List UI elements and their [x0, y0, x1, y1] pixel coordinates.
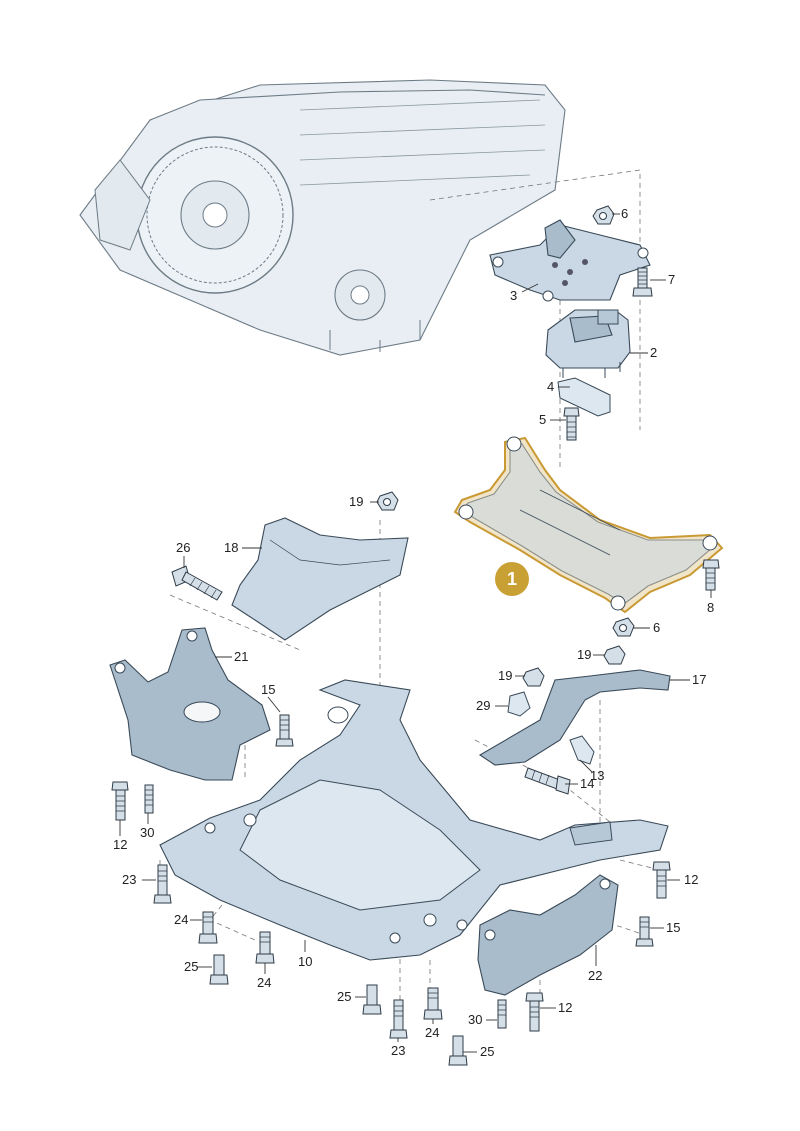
bolt-part-15: [275, 714, 294, 747]
bolt-part-7: [632, 267, 653, 297]
callout-19-right: 19: [577, 647, 591, 662]
callout-18: 18: [224, 540, 238, 555]
callout-17: 17: [692, 672, 706, 687]
callout-labels: 6 7 3 2 4 5 8 6 19 26 18 21 15 19 19 17 …: [113, 206, 714, 1059]
bolt-part-26: [171, 565, 223, 601]
guide-line: [539, 859, 661, 1000]
callout-29: 29: [476, 698, 490, 713]
bolt-part-5: [563, 407, 580, 441]
brace-part-17: [478, 669, 671, 766]
highlight-badge[interactable]: 1: [495, 562, 529, 596]
bolt-part-12-center: [525, 992, 544, 1032]
callout-8: 8: [707, 600, 714, 615]
callout-15: 15: [261, 682, 275, 697]
nut-part-19-center: [522, 667, 545, 687]
callout-23: 23: [122, 872, 136, 887]
callout-12-right: 12: [684, 872, 698, 887]
mount-part-2: [545, 309, 631, 378]
crossmember-part-1-highlighted: [453, 436, 724, 614]
strip-part-4: [557, 377, 611, 417]
transmission-assembly: [79, 79, 566, 356]
callout-22: 22: [588, 968, 602, 983]
callout-19: 19: [349, 494, 363, 509]
nut-part-6: [592, 205, 615, 225]
callout-4: 4: [547, 379, 554, 394]
callout-19-center: 19: [498, 668, 512, 683]
callout-14: 14: [580, 776, 594, 791]
bolt-part-30-right: [497, 999, 507, 1029]
bracket-part-22: [477, 874, 619, 996]
callout-30-right: 30: [468, 1012, 482, 1027]
bolt-part-30-left: [144, 784, 154, 814]
callout-15-right: 15: [666, 920, 680, 935]
bracket-part-3: [489, 219, 651, 302]
subframe-part-10: [159, 679, 669, 961]
callout-2: 2: [650, 345, 657, 360]
callout-25: 25: [184, 959, 198, 974]
bolt-part-12-left: [111, 781, 129, 821]
bolt-part-25-left: [209, 954, 229, 985]
highlight-badge-label: 1: [507, 569, 517, 589]
callout-10: 10: [298, 954, 312, 969]
bolt-part-15-right: [635, 916, 654, 947]
bolt-part-25-center: [362, 984, 382, 1015]
bolt-part-24-right: [423, 987, 443, 1020]
bolt-part-23-left: [153, 864, 172, 904]
callout-26: 26: [176, 540, 190, 555]
nut-part-19-right: [603, 645, 626, 665]
bolt-part-23-center: [389, 999, 408, 1039]
clip-part-29: [507, 691, 531, 717]
callout-25-right: 25: [480, 1044, 494, 1059]
callout-12-center: 12: [558, 1000, 572, 1015]
callout-23-center: 23: [391, 1043, 405, 1058]
callout-24-right: 24: [425, 1025, 439, 1040]
clip-part-13: [569, 735, 595, 765]
bolt-part-25-right: [448, 1035, 468, 1066]
callout-5: 5: [539, 412, 546, 427]
callout-12: 12: [113, 837, 127, 852]
callout-24-center: 24: [257, 975, 271, 990]
bolt-part-24-center: [255, 931, 275, 964]
callout-25-center: 25: [337, 989, 351, 1004]
bolt-part-24-left: [198, 911, 218, 944]
leader-lines: [119, 213, 712, 1053]
callout-13: 13: [590, 768, 604, 783]
callout-7: 7: [668, 272, 675, 287]
nut-part-6-lower: [612, 617, 635, 637]
guide-line: [474, 700, 621, 831]
callout-24: 24: [174, 912, 188, 927]
bolt-part-8: [702, 559, 720, 591]
nut-part-19: [376, 491, 399, 511]
bolt-part-12-right: [652, 861, 671, 899]
knuckle-part-21: [109, 627, 271, 781]
callout-21: 21: [234, 649, 248, 664]
callout-3: 3: [510, 288, 517, 303]
callout-6-lower: 6: [653, 620, 660, 635]
heat-shield-part-18: [231, 517, 409, 641]
callout-6: 6: [621, 206, 628, 221]
bolt-part-14: [524, 767, 571, 795]
callout-30: 30: [140, 825, 154, 840]
